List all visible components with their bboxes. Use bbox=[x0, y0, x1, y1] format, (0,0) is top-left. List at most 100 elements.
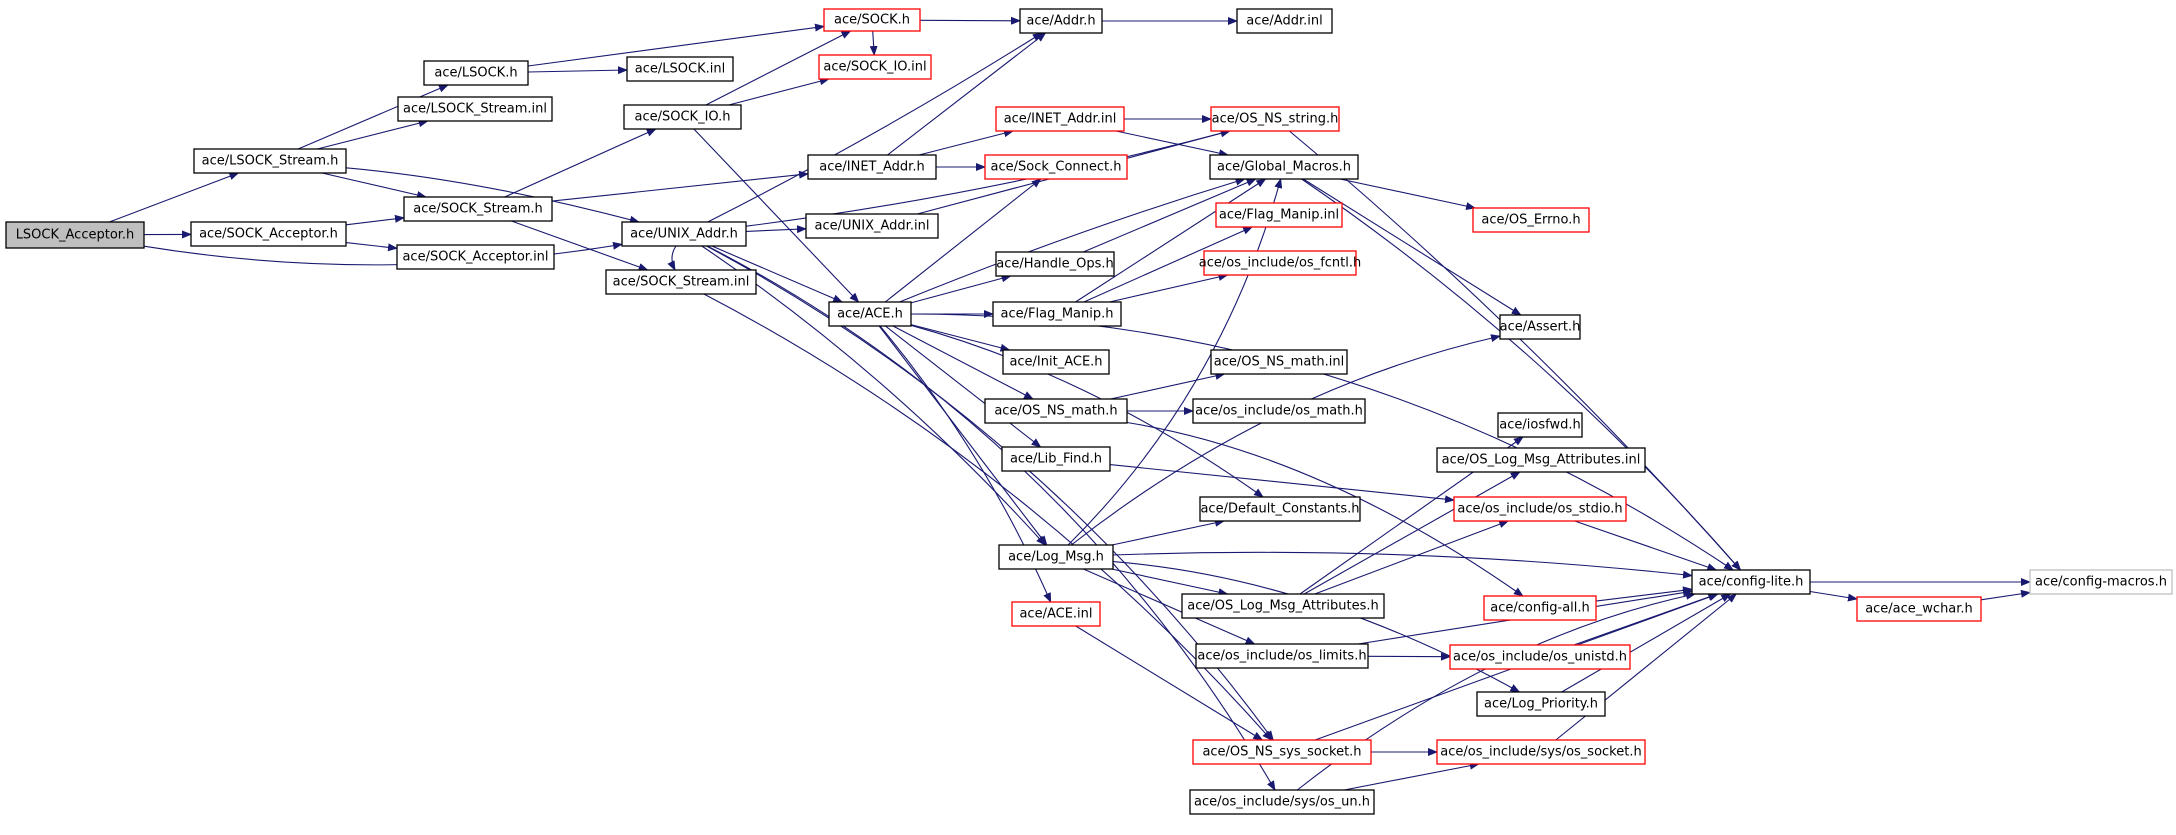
node-box bbox=[984, 398, 1128, 424]
node-box bbox=[621, 221, 747, 247]
node-box bbox=[1691, 569, 1811, 595]
node-ace-sock-io-h[interactable]: ace/SOCK_IO.h bbox=[623, 104, 742, 130]
node-label: ace/os_include/os_unistd.h bbox=[1453, 650, 1627, 665]
edge-n2-to-n5 bbox=[297, 84, 449, 150]
node-ace-global-macros-h[interactable]: ace/Global_Macros.h bbox=[1209, 154, 1359, 180]
node-ace-init-ace-h[interactable]: ace/Init_ACE.h bbox=[1002, 349, 1110, 375]
node-label: ace/LSOCK.inl bbox=[635, 62, 725, 77]
node-box bbox=[626, 56, 734, 82]
edge-n22-to-n26 bbox=[892, 325, 1034, 400]
node-ace-sock-io-inl[interactable]: ace/SOCK_IO.inl bbox=[818, 54, 932, 80]
node-ace-inet-addr-h[interactable]: ace/INET_Addr.h bbox=[807, 154, 937, 180]
edge-n28-to-n48 bbox=[1112, 551, 1693, 579]
node-label: ace/INET_Addr.h bbox=[819, 160, 924, 175]
node-ace-sock-h[interactable]: ace/SOCK.h bbox=[823, 8, 921, 32]
node-ace-sock-acceptor-h[interactable]: ace/SOCK_Acceptor.h bbox=[190, 221, 347, 247]
node-ace-config-all-h[interactable]: ace/config-all.h bbox=[1483, 595, 1597, 621]
node-box bbox=[828, 301, 912, 327]
node-ace-os-include-os-fcntl-h[interactable]: ace/os_include/os_fcntl.h bbox=[1199, 250, 1361, 276]
node-ace-lib-find-h[interactable]: ace/Lib_Find.h bbox=[1001, 446, 1111, 472]
node-ace-addr-h[interactable]: ace/Addr.h bbox=[1019, 8, 1103, 34]
edge-n44-to-n48 bbox=[1595, 586, 1693, 602]
node-box bbox=[1453, 496, 1627, 522]
edge-n16-to-n14 bbox=[887, 32, 1047, 156]
edge-n28-to-n20 bbox=[1067, 178, 1283, 546]
edge-n28-to-n35 bbox=[1111, 568, 1229, 597]
node-ace-sock-acceptor-inl[interactable]: ace/SOCK_Acceptor.inl bbox=[396, 244, 555, 270]
node-box bbox=[1483, 595, 1597, 621]
node-ace-os-ns-math-h[interactable]: ace/OS_NS_math.h bbox=[984, 398, 1128, 424]
node-ace-lsock-inl[interactable]: ace/LSOCK.inl bbox=[626, 56, 734, 82]
edge-n35-to-n42 bbox=[1303, 471, 1521, 595]
edge-n10-to-n14 bbox=[919, 16, 1021, 25]
edge-n28-to-n34 bbox=[1111, 518, 1225, 546]
node-ace-os-include-os-math-h[interactable]: ace/os_include/os_math.h bbox=[1192, 398, 1366, 424]
node-ace-os-include-os-stdio-h[interactable]: ace/os_include/os_stdio.h bbox=[1453, 496, 1627, 522]
node-ace-os-include-os-limits-h[interactable]: ace/os_include/os_limits.h bbox=[1195, 643, 1369, 669]
node-ace-os-include-os-unistd-h[interactable]: ace/os_include/os_unistd.h bbox=[1449, 644, 1631, 670]
edge-n47-to-n48 bbox=[1555, 593, 1737, 741]
node-box bbox=[1497, 412, 1583, 438]
node-ace-sock-stream-h[interactable]: ace/SOCK_Stream.h bbox=[403, 196, 553, 222]
node-ace-log-msg-h[interactable]: ace/Log_Msg.h bbox=[998, 544, 1114, 570]
node-ace-sock-connect-h[interactable]: ace/Sock_Connect.h bbox=[984, 154, 1128, 180]
node-ace-iosfwd-h[interactable]: ace/iosfwd.h bbox=[1497, 412, 1583, 438]
node-ace-os-log-msg-attributes-inl[interactable]: ace/OS_Log_Msg_Attributes.inl bbox=[1436, 447, 1646, 473]
node-ace-os-ns-math-inl[interactable]: ace/OS_NS_math.inl bbox=[1210, 349, 1348, 375]
node-label: ace/Sock_Connect.h bbox=[991, 160, 1122, 175]
node-ace-os-errno-h[interactable]: ace/OS_Errno.h bbox=[1472, 207, 1590, 233]
node-ace-os-include-sys-os-un-h[interactable]: ace/os_include/sys/os_un.h bbox=[1189, 789, 1375, 815]
node-label: ace/config-all.h bbox=[1490, 601, 1590, 616]
node-ace-ace-inl[interactable]: ace/ACE.inl bbox=[1011, 601, 1101, 627]
edge-n43-to-n48 bbox=[1574, 520, 1718, 571]
node-ace-unix-addr-h[interactable]: ace/UNIX_Addr.h bbox=[621, 221, 747, 247]
node-ace-config-macros-h[interactable]: ace/config-macros.h bbox=[2029, 569, 2173, 595]
node-ace-flag-manip-h[interactable]: ace/Flag_Manip.h bbox=[992, 301, 1122, 327]
node-ace-ace-h[interactable]: ace/ACE.h bbox=[828, 301, 912, 327]
node-ace-unix-addr-inl[interactable]: ace/UNIX_Addr.inl bbox=[805, 213, 939, 239]
node-ace-flag-manip-inl[interactable]: ace/Flag_Manip.inl bbox=[1215, 202, 1343, 228]
node-ace-os-log-msg-attributes-h[interactable]: ace/OS_Log_Msg_Attributes.h bbox=[1181, 593, 1385, 619]
edge-n35-to-n43 bbox=[1314, 520, 1510, 595]
node-label: ace/SOCK_IO.h bbox=[635, 110, 731, 125]
node-ace-assert-h[interactable]: ace/Assert.h bbox=[1499, 314, 1581, 340]
node-ace-lsock-stream-inl[interactable]: ace/LSOCK_Stream.inl bbox=[397, 96, 553, 122]
node-ace-config-lite-h[interactable]: ace/config-lite.h bbox=[1691, 569, 1811, 595]
edge-n49-to-n50 bbox=[1980, 589, 2031, 601]
edge-n29-to-n37 bbox=[1075, 625, 1264, 741]
node-ace-lsock-stream-h[interactable]: ace/LSOCK_Stream.h bbox=[193, 148, 347, 174]
node-box bbox=[2029, 569, 2173, 595]
node-ace-addr-inl[interactable]: ace/Addr.inl bbox=[1236, 8, 1333, 34]
node-ace-os-ns-sys-socket-h[interactable]: ace/OS_NS_sys_socket.h bbox=[1192, 739, 1372, 765]
node-box bbox=[807, 154, 937, 180]
node-label: ace/Addr.inl bbox=[1246, 14, 1322, 29]
node-label: ace/os_include/os_math.h bbox=[1195, 404, 1363, 419]
node-ace-os-include-sys-os-socket-h[interactable]: ace/os_include/sys/os_socket.h bbox=[1436, 739, 1646, 765]
node-label: ace/ACE.h bbox=[837, 307, 903, 322]
edge-n5-to-n11 bbox=[527, 66, 628, 75]
node-label: ace/SOCK_IO.inl bbox=[823, 60, 926, 75]
node-label: ace/SOCK_Stream.inl bbox=[613, 275, 750, 290]
node-label: LSOCK_Acceptor.h bbox=[16, 228, 135, 243]
edge-n3-to-n8 bbox=[345, 242, 398, 252]
edge-n28-to-n46 bbox=[1112, 561, 1521, 693]
node-box bbox=[998, 544, 1114, 570]
edge-n24-to-n20 bbox=[1075, 178, 1267, 303]
node-ace-log-priority-h[interactable]: ace/Log_Priority.h bbox=[1476, 691, 1606, 717]
node-ace-inet-addr-inl[interactable]: ace/INET_Addr.inl bbox=[995, 106, 1125, 132]
node-ace-lsock-h[interactable]: ace/LSOCK.h bbox=[423, 60, 529, 86]
node-label: ace/LSOCK.h bbox=[434, 66, 517, 81]
edge-n46-to-n48 bbox=[1561, 593, 1732, 693]
node-lsock-acceptor-h[interactable]: LSOCK_Acceptor.h bbox=[5, 221, 145, 249]
node-label: ace/config-macros.h bbox=[2035, 575, 2167, 590]
edge-n7-to-n12 bbox=[504, 128, 657, 198]
node-ace-os-ns-string-h[interactable]: ace/OS_NS_string.h bbox=[1210, 106, 1340, 132]
edge-n10-to-n13 bbox=[869, 30, 878, 56]
node-ace-handle-ops-h[interactable]: ace/Handle_Ops.h bbox=[995, 251, 1115, 277]
node-label: ace/OS_NS_math.h bbox=[994, 404, 1117, 419]
node-ace-ace-wchar-h[interactable]: ace/ace_wchar.h bbox=[1856, 596, 1982, 622]
edge-n27-to-n43 bbox=[1109, 464, 1455, 504]
node-ace-default-constants-h[interactable]: ace/Default_Constants.h bbox=[1199, 496, 1361, 522]
edge-n24-to-n30 bbox=[1083, 226, 1254, 303]
node-ace-sock-stream-inl[interactable]: ace/SOCK_Stream.inl bbox=[605, 269, 757, 295]
